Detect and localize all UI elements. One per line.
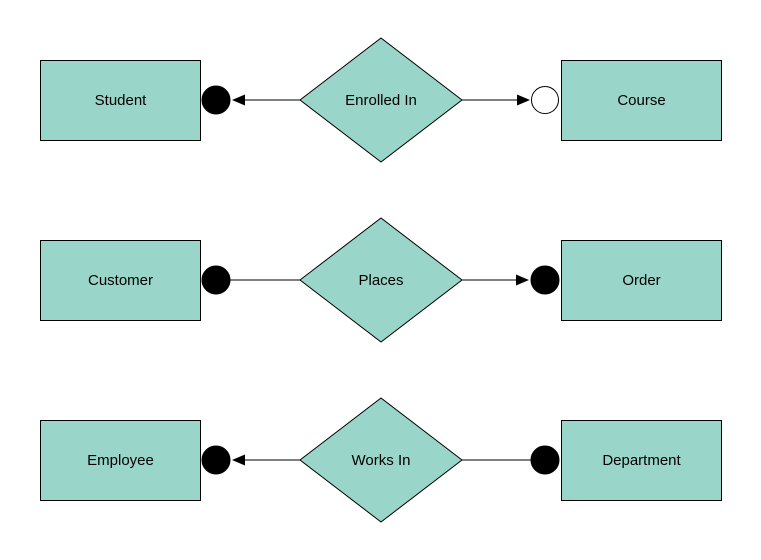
arrowhead-left-icon [232,94,245,106]
cardinality-filled-circle [201,265,231,295]
cardinality-filled-circle [530,265,560,295]
relationship-diamond [299,217,463,343]
entity-student: Student [40,60,201,141]
arrowhead-left-icon [232,454,245,466]
relationship-diamond [299,37,463,163]
connector-graphics [201,397,560,523]
entity-customer: Customer [40,240,201,321]
arrowhead-right-icon [516,274,529,286]
relationship-row-student-course: Student Enrolled In Course [0,30,761,170]
relationship-row-employee-department: Employee Works In Department [0,390,761,530]
connector-graphics [201,37,559,163]
entity-course: Course [561,60,722,141]
relationship-row-customer-order: Customer Places Order [0,210,761,350]
entity-order: Order [561,240,722,321]
cardinality-open-circle [531,86,559,114]
connector-graphics [201,217,560,343]
cardinality-filled-circle [201,445,231,475]
cardinality-filled-circle [201,85,231,115]
cardinality-filled-circle [530,445,560,475]
relationship-diamond [299,397,463,523]
entity-department: Department [561,420,722,501]
arrowhead-right-icon [517,94,530,106]
entity-employee: Employee [40,420,201,501]
